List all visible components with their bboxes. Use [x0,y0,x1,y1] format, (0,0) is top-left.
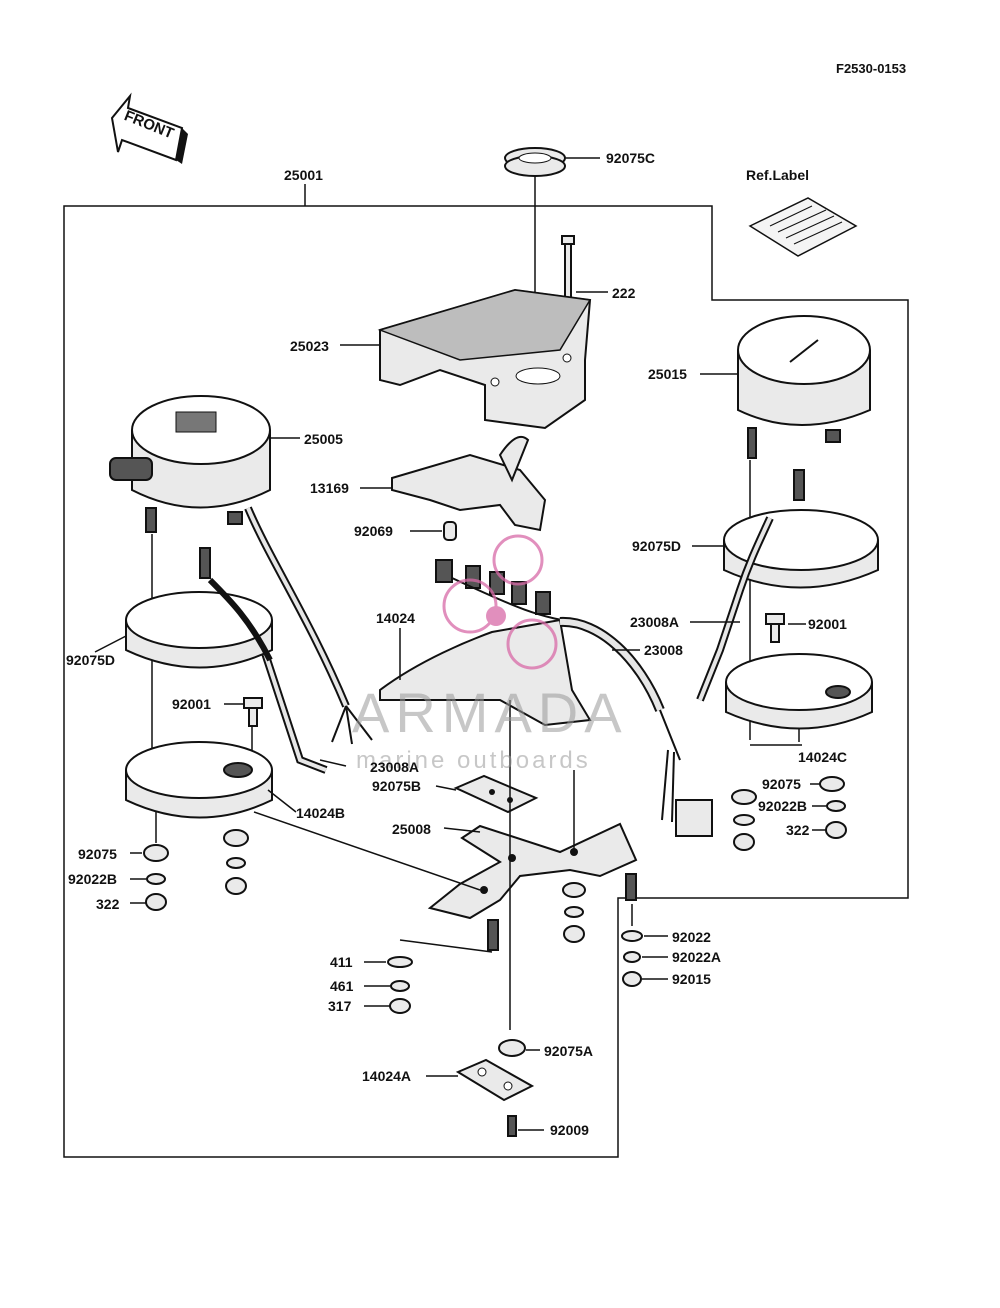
label-317: 317 [328,998,352,1014]
left-fastener-stack [143,829,249,911]
ring-92075d-right [696,469,879,702]
housing-25023 [377,288,592,430]
label-92022a: 92022A [672,949,721,965]
watermark-logo [442,534,558,670]
plate-14024a [455,1058,535,1102]
bolt-92001-right [765,613,785,643]
bracket-25008 [427,822,638,951]
label-14024c: 14024C [798,749,847,765]
watermark-brand: ARMADA [352,681,628,744]
label-92075a: 92075A [544,1043,593,1059]
label-92009: 92009 [550,1122,589,1138]
assembly-outline [63,205,909,1158]
label-92001-left: 92001 [172,696,211,712]
right-fastener-stack [731,776,847,851]
label-23008a-right: 23008A [630,614,679,630]
label-222: 222 [612,285,636,301]
label-322-right: 322 [786,822,810,838]
label-25001: 25001 [284,167,323,183]
label-92075c: 92075C [606,150,655,166]
pad-92075b [453,774,539,814]
label-92069: 92069 [354,523,393,539]
label-322-left: 322 [96,896,120,912]
label-92075d-right: 92075D [632,538,681,554]
label-461: 461 [330,978,354,994]
ref-label-card [748,197,858,257]
label-14024b: 14024B [296,805,345,821]
label-14024: 14024 [376,610,415,626]
label-25023: 25023 [290,338,329,354]
label-14024a: 14024A [362,1068,411,1084]
label-92075-left: 92075 [78,846,117,862]
label-23008: 23008 [644,642,683,658]
label-13169: 13169 [310,480,349,496]
label-92022: 92022 [672,929,711,945]
bulb-92069 [443,521,457,541]
bracket-14024 [379,618,592,727]
grommet-92075a [498,1039,526,1057]
label-411: 411 [330,954,353,970]
label-92015: 92015 [672,971,711,987]
watermark-tagline: marine outboards [356,747,591,774]
drawing-number: F2530-0153 [836,61,906,76]
screw-92009 [507,1115,517,1137]
gauge-25015 [737,315,871,459]
label-23008a-left: 23008A [370,759,419,775]
grommet-92075c [504,147,566,177]
cup-14024b [125,741,273,819]
label-25015: 25015 [648,366,687,382]
front-arrow-icon: FRONT [110,92,188,164]
label-92075b: 92075B [372,778,421,794]
cup-14024c [725,653,873,730]
gauge-25005 [109,395,271,533]
label-92001-right: 92001 [808,616,847,632]
label-25008: 25008 [392,821,431,837]
bolt-92001-left [243,697,263,727]
label-92022b-right: 92022B [758,798,807,814]
center-fastener-stack [387,882,643,1014]
label-92022b-left: 92022B [68,871,117,887]
bracket-13169 [391,435,547,532]
label-92075d-left: 92075D [66,652,115,668]
label-92075-right: 92075 [762,776,801,792]
bulb-socket-cluster [435,559,581,623]
ref-label-text: Ref.Label [746,167,809,183]
label-25005: 25005 [304,431,343,447]
ring-92075d-left [125,547,273,669]
